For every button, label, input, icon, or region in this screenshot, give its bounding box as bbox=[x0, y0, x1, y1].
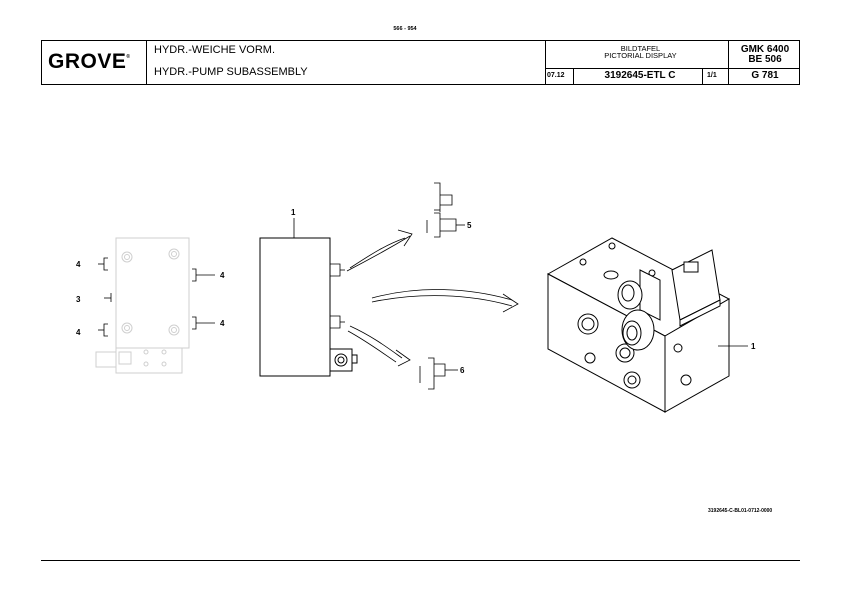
left-callouts bbox=[98, 257, 215, 337]
divider bbox=[545, 68, 728, 69]
isometric-valve-block bbox=[546, 237, 731, 413]
callout-1-schematic: 1 bbox=[291, 208, 296, 217]
divider bbox=[573, 68, 574, 84]
callout-6-brackets bbox=[419, 357, 458, 390]
model-be: BE 506 bbox=[748, 54, 782, 65]
callout-4-upper-left: 4 bbox=[76, 260, 81, 269]
callout-4-upper-right: 4 bbox=[220, 271, 225, 280]
callout-5-brackets bbox=[426, 182, 465, 238]
faded-valve-block bbox=[95, 237, 190, 374]
model-g: G 781 bbox=[751, 70, 779, 81]
divider bbox=[545, 41, 546, 84]
title-english: HYDR.-PUMP SUBASSEMBLY bbox=[154, 66, 308, 78]
callout-4-lower-right: 4 bbox=[220, 319, 225, 328]
sheet-number: 1/1 bbox=[707, 72, 717, 79]
title-german: HYDR.-WEICHE VORM. bbox=[154, 44, 275, 56]
part-number: 3192645-ETL C bbox=[604, 70, 676, 81]
divider bbox=[728, 68, 800, 69]
label-english: PICTORIAL DISPLAY bbox=[604, 51, 677, 60]
logo-text: GROVE bbox=[48, 50, 127, 73]
model-gmk: GMK 6400 bbox=[740, 44, 790, 55]
divider bbox=[728, 41, 729, 84]
footer-rule bbox=[41, 560, 800, 561]
schematic-block bbox=[259, 218, 358, 377]
divider bbox=[702, 68, 703, 84]
revision-date: 07.12 bbox=[547, 72, 565, 79]
grove-logo: GROVE® bbox=[48, 50, 131, 74]
callout-6: 6 bbox=[460, 366, 465, 375]
callout-3: 3 bbox=[76, 295, 81, 304]
title-block: GROVE® HYDR.-WEICHE VORM. HYDR.-PUMP SUB… bbox=[41, 40, 800, 85]
callout-5: 5 bbox=[467, 221, 472, 230]
drawing-code: 3192645-C-BL01-0712-0000 bbox=[708, 508, 773, 514]
callout-1-isometric: 1 bbox=[751, 342, 756, 351]
callout-4-lower-left: 4 bbox=[76, 328, 81, 337]
divider bbox=[146, 41, 147, 84]
label-german: BILDTAFEL bbox=[620, 44, 661, 53]
arrows bbox=[346, 229, 519, 367]
page-number: 566 - 954 bbox=[393, 26, 417, 32]
logo-registered-mark: ® bbox=[126, 54, 131, 60]
